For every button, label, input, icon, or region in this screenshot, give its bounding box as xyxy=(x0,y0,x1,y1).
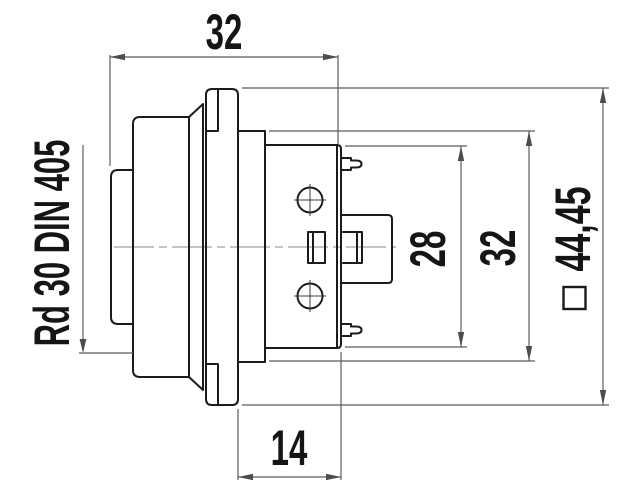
square-symbol-icon xyxy=(562,285,587,311)
dim-rear-flange-height-lines xyxy=(345,145,467,348)
body-outline xyxy=(132,116,190,378)
dim-square-flange-label: 44,45 xyxy=(546,186,602,271)
solder-tab-bottom xyxy=(340,323,363,337)
screw-hole-top-crosshair xyxy=(294,184,326,216)
center-contact-detail xyxy=(342,231,363,264)
dim-rear-length-label: 14 xyxy=(271,420,308,475)
dim-overall-length-lines xyxy=(109,55,339,166)
thread-label: Rd 30 DIN 405 xyxy=(23,140,79,347)
dim-square-flange-lines xyxy=(242,87,609,406)
screw-hole-bottom-crosshair xyxy=(294,280,326,312)
dim-overall-length: 32 xyxy=(109,4,339,166)
insert-contact-detail xyxy=(307,231,326,264)
flange-notch-top xyxy=(205,89,219,132)
chamfer-section-outline xyxy=(188,103,204,391)
solder-tab-top xyxy=(340,157,363,171)
flange-notch-bottom xyxy=(205,363,219,405)
dim-body-height: 32 xyxy=(269,130,535,362)
dim-rear-length: 14 xyxy=(237,352,342,480)
square-flange-outline xyxy=(205,88,239,406)
dim-rear-flange-height-label: 28 xyxy=(400,231,455,268)
center-contact-block xyxy=(340,214,393,284)
thread-leader-line xyxy=(79,145,133,354)
thread-leader-arrow xyxy=(79,339,87,353)
thread-barrel-outline xyxy=(110,169,134,325)
dim-rear-flange-height: 28 xyxy=(345,145,467,348)
dim-overall-length-label: 32 xyxy=(206,4,243,59)
dim-body-height-label: 32 xyxy=(470,230,525,267)
connector-side-view xyxy=(110,88,393,406)
thread-callout: Rd 30 DIN 405 xyxy=(23,140,133,354)
dim-square-flange: 44,45 xyxy=(242,87,609,406)
step-section-outline xyxy=(237,130,266,363)
dim-rear-length-lines xyxy=(237,352,342,480)
dim-body-height-lines xyxy=(269,130,535,362)
rear-flange-outline xyxy=(264,144,342,349)
